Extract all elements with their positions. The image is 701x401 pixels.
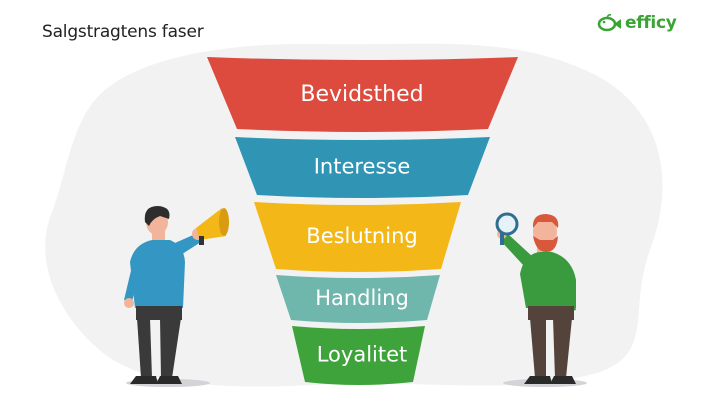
efficy-logo: efficy xyxy=(596,9,677,37)
funnel-stage-label: Interesse xyxy=(314,155,411,179)
page-title: Salgstragtens faser xyxy=(42,22,204,42)
megaphone-icon xyxy=(196,208,226,240)
funnel-stage-2 xyxy=(235,137,490,198)
funnel-stage-label: Handling xyxy=(315,286,409,310)
background-blob xyxy=(45,43,663,387)
man-with-magnifier xyxy=(495,212,576,384)
shadow xyxy=(503,379,587,387)
logo-text: efficy xyxy=(625,13,677,33)
funnel-stage-5 xyxy=(292,326,425,385)
magnifier-icon xyxy=(495,212,519,245)
funnel-stage-1 xyxy=(207,57,518,132)
funnel-stage-3 xyxy=(254,202,461,272)
funnel-stage-label: Beslutning xyxy=(306,224,417,248)
funnel-stage-4 xyxy=(276,275,440,323)
fish-icon xyxy=(597,14,621,32)
shadow xyxy=(126,379,210,387)
funnel-stage-label: Bevidsthed xyxy=(300,82,423,107)
funnel-stage-label: Loyalitet xyxy=(317,343,408,367)
funnel: BevidsthedInteresseBeslutningHandlingLoy… xyxy=(207,57,518,385)
man-with-megaphone xyxy=(124,206,229,384)
